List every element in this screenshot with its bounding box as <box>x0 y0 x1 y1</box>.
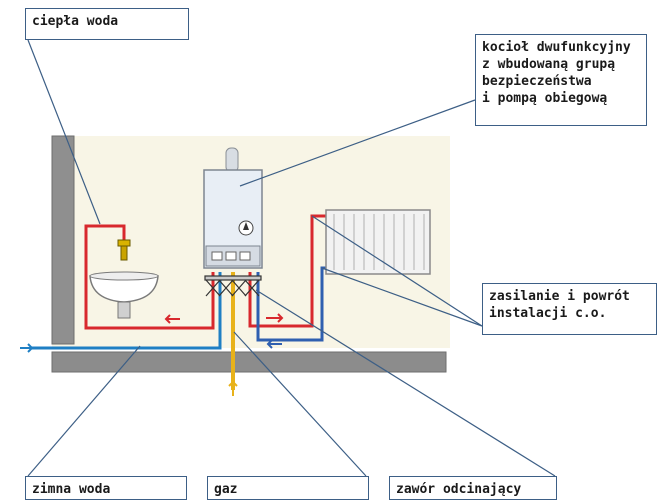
flow-arrow-icon <box>228 380 238 396</box>
left-wall <box>51 135 75 345</box>
flow-arrow-icon <box>164 314 180 324</box>
label-supply-line: instalacji c.o. <box>489 306 607 321</box>
leader-line-supply-1 <box>311 215 483 327</box>
flow-arrow-icon <box>20 343 34 353</box>
label-boiler: kocioł dwufunkcyjny z wbudowaną grupą be… <box>475 34 647 126</box>
label-gas: gaz <box>207 476 369 500</box>
label-cold-water: zimna woda <box>25 476 187 500</box>
flow-arrow-icon <box>266 339 282 349</box>
floor-slab <box>51 351 447 373</box>
flow-arrows <box>20 313 284 396</box>
label-boiler-line: z wbudowaną grupą <box>482 57 616 72</box>
leader-line-boiler <box>239 99 476 187</box>
radiator-icon <box>325 209 431 275</box>
label-cold-water-text: zimna woda <box>32 482 111 497</box>
label-heating-supply-return: zasilanie i powrót instalacji c.o. <box>482 283 657 335</box>
leader-line-hot-water <box>27 39 101 225</box>
leader-line-gas <box>233 331 367 477</box>
leader-line-supply-2 <box>321 267 483 327</box>
leader-lines <box>27 39 556 477</box>
label-shutoff-valve: zawór odcinający <box>389 476 557 500</box>
label-gas-text: gaz <box>214 482 238 497</box>
sink-icon <box>89 271 159 319</box>
boiler-icon <box>203 147 263 269</box>
label-supply-line: zasilanie i powrót <box>489 289 630 304</box>
cold-water-pipe <box>30 272 222 350</box>
shutoff-valve-icon <box>204 275 262 297</box>
label-hot-water-text: ciepła woda <box>32 14 119 29</box>
label-shutoff-valve-text: zawór odcinający <box>396 482 522 497</box>
flow-arrow-icon <box>266 313 284 323</box>
leader-line-cold-water <box>27 345 141 477</box>
faucet-icon <box>117 239 131 261</box>
label-hot-water: ciepła woda <box>25 8 189 40</box>
leader-line-valve <box>255 289 556 477</box>
heating-supply-pipe <box>248 214 326 328</box>
label-boiler-line: bezpieczeństwa <box>482 74 592 89</box>
hot-water-pipe <box>84 224 215 330</box>
label-boiler-line: i pompą obiegową <box>482 91 608 106</box>
label-boiler-line: kocioł dwufunkcyjny <box>482 40 631 55</box>
